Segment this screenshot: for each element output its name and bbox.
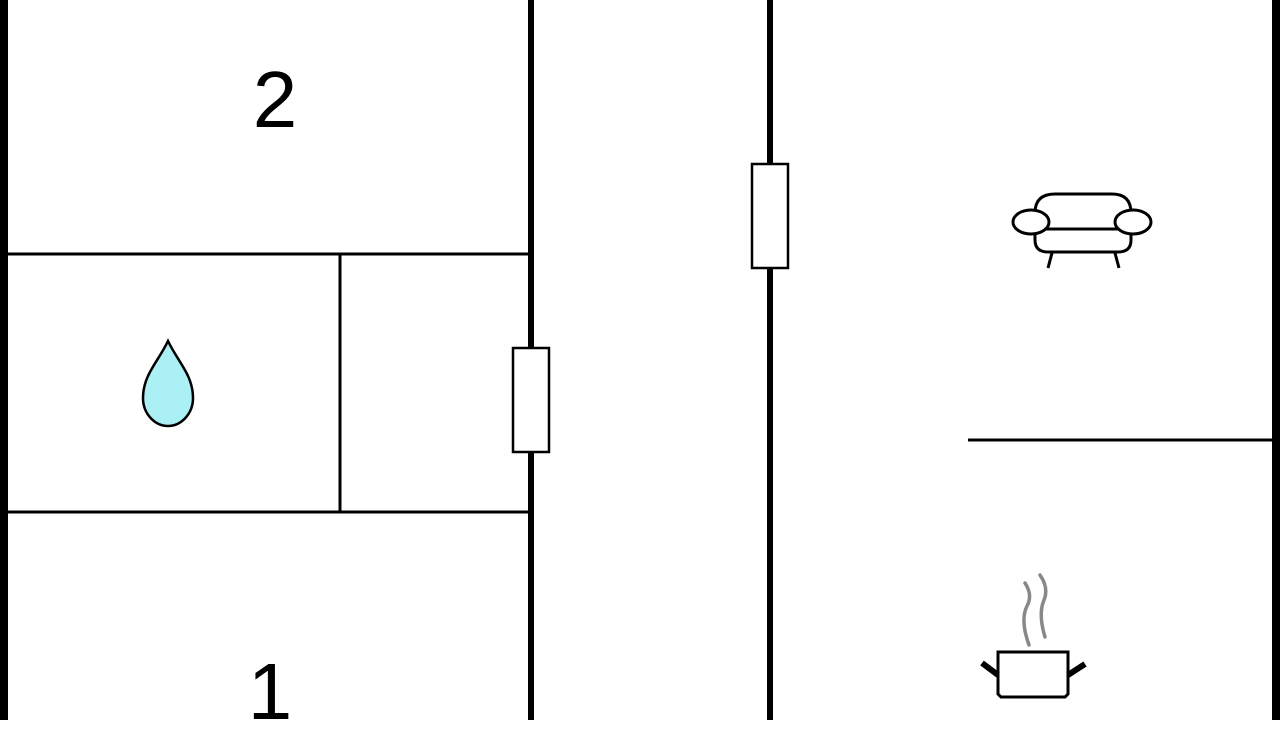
door-living bbox=[750, 162, 790, 270]
room-label-bedroom-1: 1 bbox=[247, 647, 293, 736]
room-label-bedroom-2: 2 bbox=[252, 55, 298, 144]
water-drop-icon bbox=[141, 338, 195, 428]
cooking-pot-icon bbox=[980, 573, 1087, 699]
floor-plan bbox=[0, 0, 1280, 720]
door-closet bbox=[511, 346, 551, 454]
sofa-icon bbox=[1011, 192, 1153, 269]
